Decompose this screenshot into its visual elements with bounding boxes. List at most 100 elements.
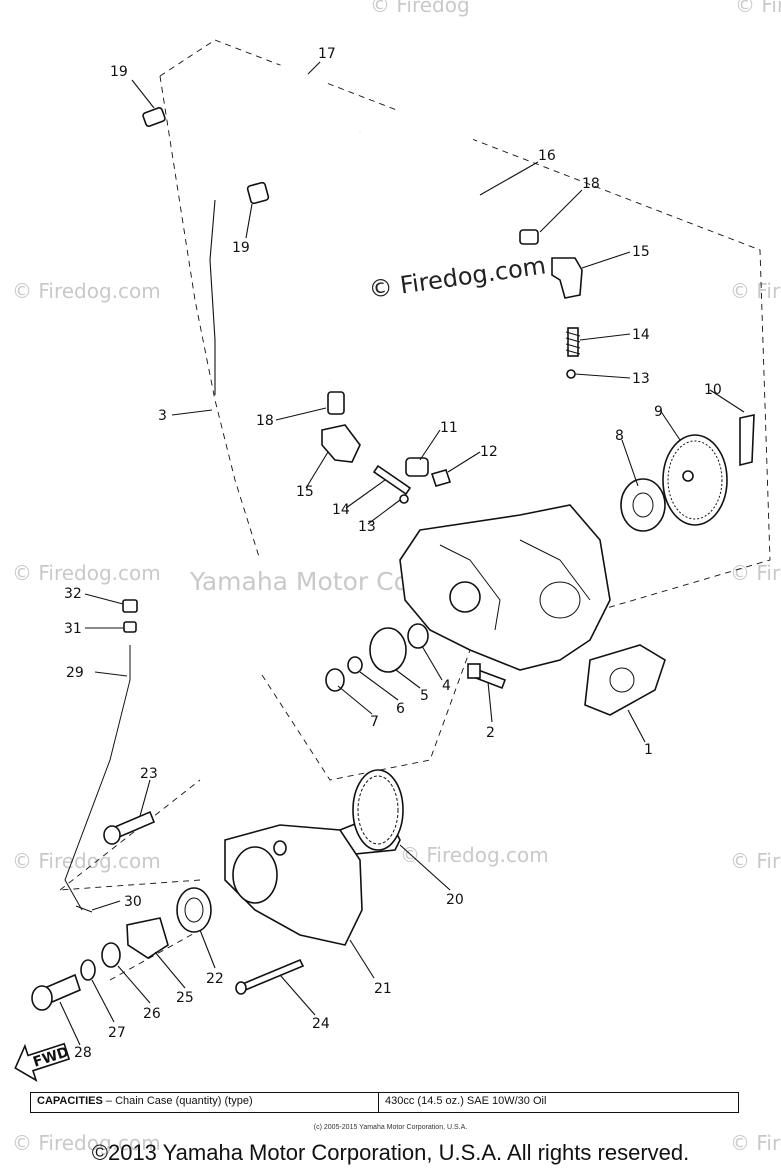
part-4-washer bbox=[407, 623, 429, 649]
callout-30: 30 bbox=[124, 894, 142, 910]
callout-29: 29 bbox=[66, 665, 84, 681]
part-9-gear bbox=[662, 434, 728, 526]
leader-lines bbox=[59, 61, 745, 1046]
callout-16: 16 bbox=[538, 148, 556, 164]
callout-19a: 19 bbox=[110, 64, 128, 80]
callout-1: 1 bbox=[644, 742, 653, 758]
callout-13-lower: 13 bbox=[358, 519, 376, 535]
part-15-elbow-lower bbox=[321, 424, 361, 463]
callout-13-upper: 13 bbox=[632, 371, 650, 387]
part-14-spring-lower bbox=[372, 464, 412, 496]
part-5-plate bbox=[369, 627, 407, 673]
part-27-washer bbox=[80, 959, 96, 981]
fwd-arrow: FWD bbox=[14, 1042, 71, 1082]
part-18-fitting-lower bbox=[327, 391, 345, 415]
watermark-left-4: © Firedog.com bbox=[12, 1131, 161, 1155]
oil-pump-shaft bbox=[449, 581, 481, 613]
part-1-gasket-hole bbox=[609, 667, 635, 693]
part-3-bracket bbox=[209, 199, 216, 395]
fwd-arrow-shape bbox=[14, 1042, 71, 1082]
callout-20: 20 bbox=[446, 892, 464, 908]
part-29-rod bbox=[64, 645, 131, 911]
capacities-label-cell: CAPACITIES – Chain Case (quantity) (type… bbox=[31, 1093, 379, 1112]
callout-23: 23 bbox=[140, 766, 158, 782]
callout-21: 21 bbox=[374, 981, 392, 997]
callout-4: 4 bbox=[442, 678, 451, 694]
callout-11: 11 bbox=[440, 420, 458, 436]
part-32-nut bbox=[122, 599, 138, 613]
part-24-long-bolt bbox=[238, 958, 305, 993]
part-7-screw bbox=[325, 668, 345, 692]
part-21-cover-hole bbox=[273, 840, 287, 856]
part-6-washer bbox=[347, 656, 363, 674]
part-22-seal-inner bbox=[184, 897, 204, 923]
part-8-bearing-inner bbox=[632, 492, 654, 518]
watermark-layer: © Firedog © Fir © Firedog.com © Fire © F… bbox=[12, 0, 781, 1155]
callout-24: 24 bbox=[312, 1016, 330, 1032]
callout-27: 27 bbox=[108, 1025, 126, 1041]
watermark-center: © Firedog.com bbox=[367, 251, 548, 304]
part-18-fitting-upper bbox=[519, 229, 539, 245]
callout-15-lower: 15 bbox=[296, 484, 314, 500]
capacities-dash: – bbox=[105, 1095, 112, 1107]
capacities-item: Chain Case (quantity) (type) bbox=[115, 1095, 253, 1107]
callout-15-upper: 15 bbox=[632, 244, 650, 260]
part-17-hose-outline bbox=[187, 69, 341, 381]
callout-6: 6 bbox=[396, 701, 405, 717]
part-16-hose bbox=[357, 89, 523, 243]
small-copyright: (c) 2005-2015 Yamaha Motor Corporation, … bbox=[313, 1124, 468, 1131]
part-20-gear-teeth bbox=[357, 775, 399, 845]
callout-31: 31 bbox=[64, 621, 82, 637]
callout-17: 17 bbox=[318, 46, 336, 62]
part-11-plug bbox=[405, 457, 429, 477]
watermark-left-2: © Firedog.com bbox=[12, 561, 161, 585]
callout-5: 5 bbox=[420, 688, 429, 704]
part-22-seal bbox=[176, 887, 212, 933]
fwd-label: FWD bbox=[31, 1044, 71, 1071]
callout-18-upper: 18 bbox=[582, 176, 600, 192]
callout-18-lower: 18 bbox=[256, 413, 274, 429]
part-25-cam-plate bbox=[126, 917, 169, 959]
callout-26: 26 bbox=[143, 1006, 161, 1022]
callout-12: 12 bbox=[480, 444, 498, 460]
part-13-ball-lower bbox=[399, 494, 409, 504]
callout-28: 28 bbox=[74, 1045, 92, 1061]
callout-2: 2 bbox=[486, 725, 495, 741]
part-30-cotter-pin bbox=[75, 905, 93, 913]
part-8-bearing bbox=[620, 478, 666, 532]
oil-pump-body bbox=[399, 504, 611, 671]
part-24-bolt-head bbox=[235, 981, 247, 995]
part-23-bolt-head bbox=[103, 825, 121, 845]
capacities-table: CAPACITIES – Chain Case (quantity) (type… bbox=[30, 1092, 739, 1113]
part-14-spring-upper bbox=[567, 327, 579, 357]
watermark-top: © Firedog bbox=[370, 0, 470, 17]
callout-3: 3 bbox=[158, 408, 167, 424]
watermark-right-3: © Fire bbox=[730, 849, 781, 873]
part-20-gear bbox=[352, 769, 404, 851]
part-17-hose bbox=[186, 64, 346, 384]
part-9-gear-teeth bbox=[667, 440, 723, 520]
part-31-nut bbox=[123, 621, 137, 633]
callout-7: 7 bbox=[370, 714, 379, 730]
part-21-cover-boss bbox=[232, 846, 278, 904]
watermark-top-right: © Fir bbox=[735, 0, 781, 17]
callout-14-lower: 14 bbox=[332, 502, 350, 518]
callout-10: 10 bbox=[704, 382, 722, 398]
part-12-washer bbox=[430, 469, 452, 487]
watermark-right-2: © Fire bbox=[730, 561, 781, 585]
oil-pump-body-details bbox=[439, 539, 591, 631]
part-1-gasket bbox=[584, 644, 666, 716]
part-14-spring-coils-upper bbox=[565, 331, 581, 355]
part-10-pin bbox=[739, 414, 755, 467]
watermark-center-3: © Firedog.com bbox=[400, 843, 549, 867]
part-9-gear-hub bbox=[682, 470, 694, 482]
part-2-bolt-head bbox=[467, 663, 481, 679]
callout-labels: 19 17 19 16 18 15 14 13 3 18 15 11 12 14… bbox=[64, 46, 722, 1061]
part-19-clamp-a bbox=[142, 107, 166, 127]
part-15-elbow-upper bbox=[551, 257, 583, 299]
callout-25: 25 bbox=[176, 990, 194, 1006]
watermark-right-4: © Fire bbox=[730, 1131, 781, 1155]
part-26-washer bbox=[101, 942, 121, 968]
callout-32: 32 bbox=[64, 586, 82, 602]
